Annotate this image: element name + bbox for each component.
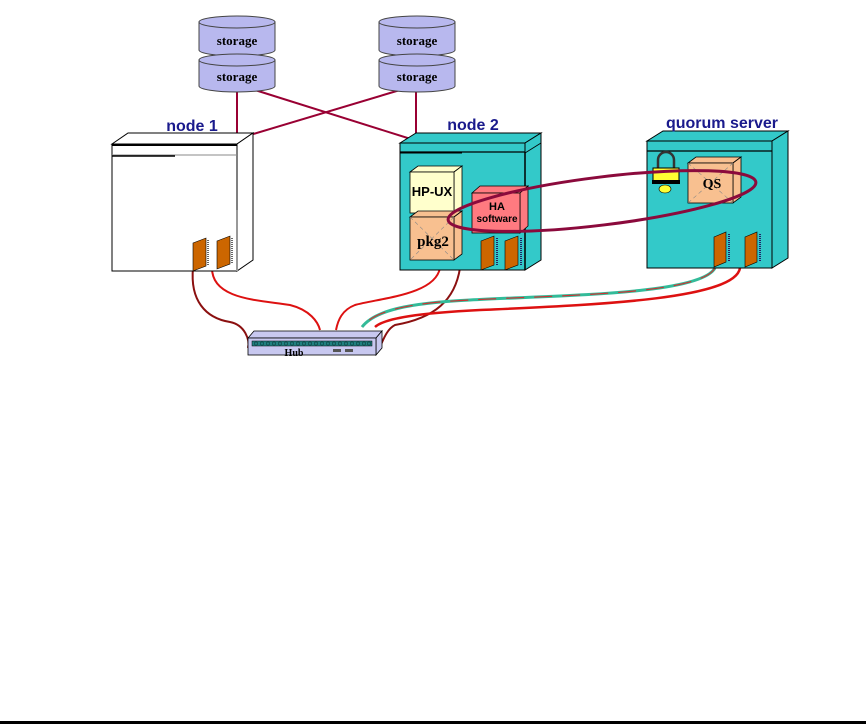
qs-label: QS: [703, 177, 722, 192]
hub-port-dots: [254, 341, 371, 346]
nic-card: [744, 231, 761, 268]
bottom-rule: [0, 721, 866, 724]
nic-card: [504, 235, 522, 271]
pkg2-box: pkg2: [408, 210, 464, 261]
hpux-label: HP-UX: [412, 184, 453, 199]
lan-cable-quorum-b: [374, 267, 742, 328]
storage-disk: storage: [198, 15, 276, 57]
san-link-left-node2: [254, 89, 415, 141]
storage-label: storage: [217, 69, 258, 84]
nic-card: [713, 231, 730, 268]
node1-label: node 1: [166, 118, 218, 135]
qs-box: QS: [686, 156, 743, 204]
ha-label-line2: software: [476, 214, 518, 225]
ha-label-line1: HA: [489, 201, 505, 213]
node2: HP-UX pkg2 HA software node 2: [398, 117, 543, 271]
lan-cable-node1-b: [211, 267, 321, 331]
storage-disk: storage: [378, 15, 456, 57]
heartbeat-ellipse: [446, 169, 758, 233]
storage-right: storage storage: [378, 15, 456, 93]
hpux-box: HP-UX: [408, 165, 464, 214]
storage-label: storage: [217, 33, 258, 48]
lan-cable-quorum-a-core: [361, 267, 716, 328]
nic-card: [480, 235, 498, 271]
hub-ports: [251, 340, 373, 347]
nic-card: [216, 235, 233, 270]
quorum-server-label: quorum server: [666, 115, 778, 132]
nic-card: [192, 237, 209, 272]
storage-label: storage: [397, 33, 438, 48]
pkg2-label: pkg2: [417, 234, 449, 250]
storage-left: storage storage: [198, 15, 276, 93]
hub: Hub: [247, 329, 383, 359]
storage-label: storage: [397, 69, 438, 84]
node2-label: node 2: [447, 117, 499, 134]
san-links: [236, 89, 417, 141]
storage-disk: storage: [378, 53, 456, 93]
lan-cable-node2-a: [335, 267, 441, 331]
hub-led: [345, 349, 353, 352]
lan-cables: [191, 267, 742, 351]
san-link-right-node1: [239, 89, 401, 139]
storage-disk: storage: [198, 53, 276, 93]
hub-led: [333, 349, 341, 352]
node1: node 1: [110, 118, 255, 272]
ha-software-box: HA software: [470, 185, 530, 234]
lan-cable-node1-a: [191, 267, 250, 349]
quorum-server: QS quorum server: [645, 115, 790, 269]
hub-label: Hub: [285, 348, 304, 359]
